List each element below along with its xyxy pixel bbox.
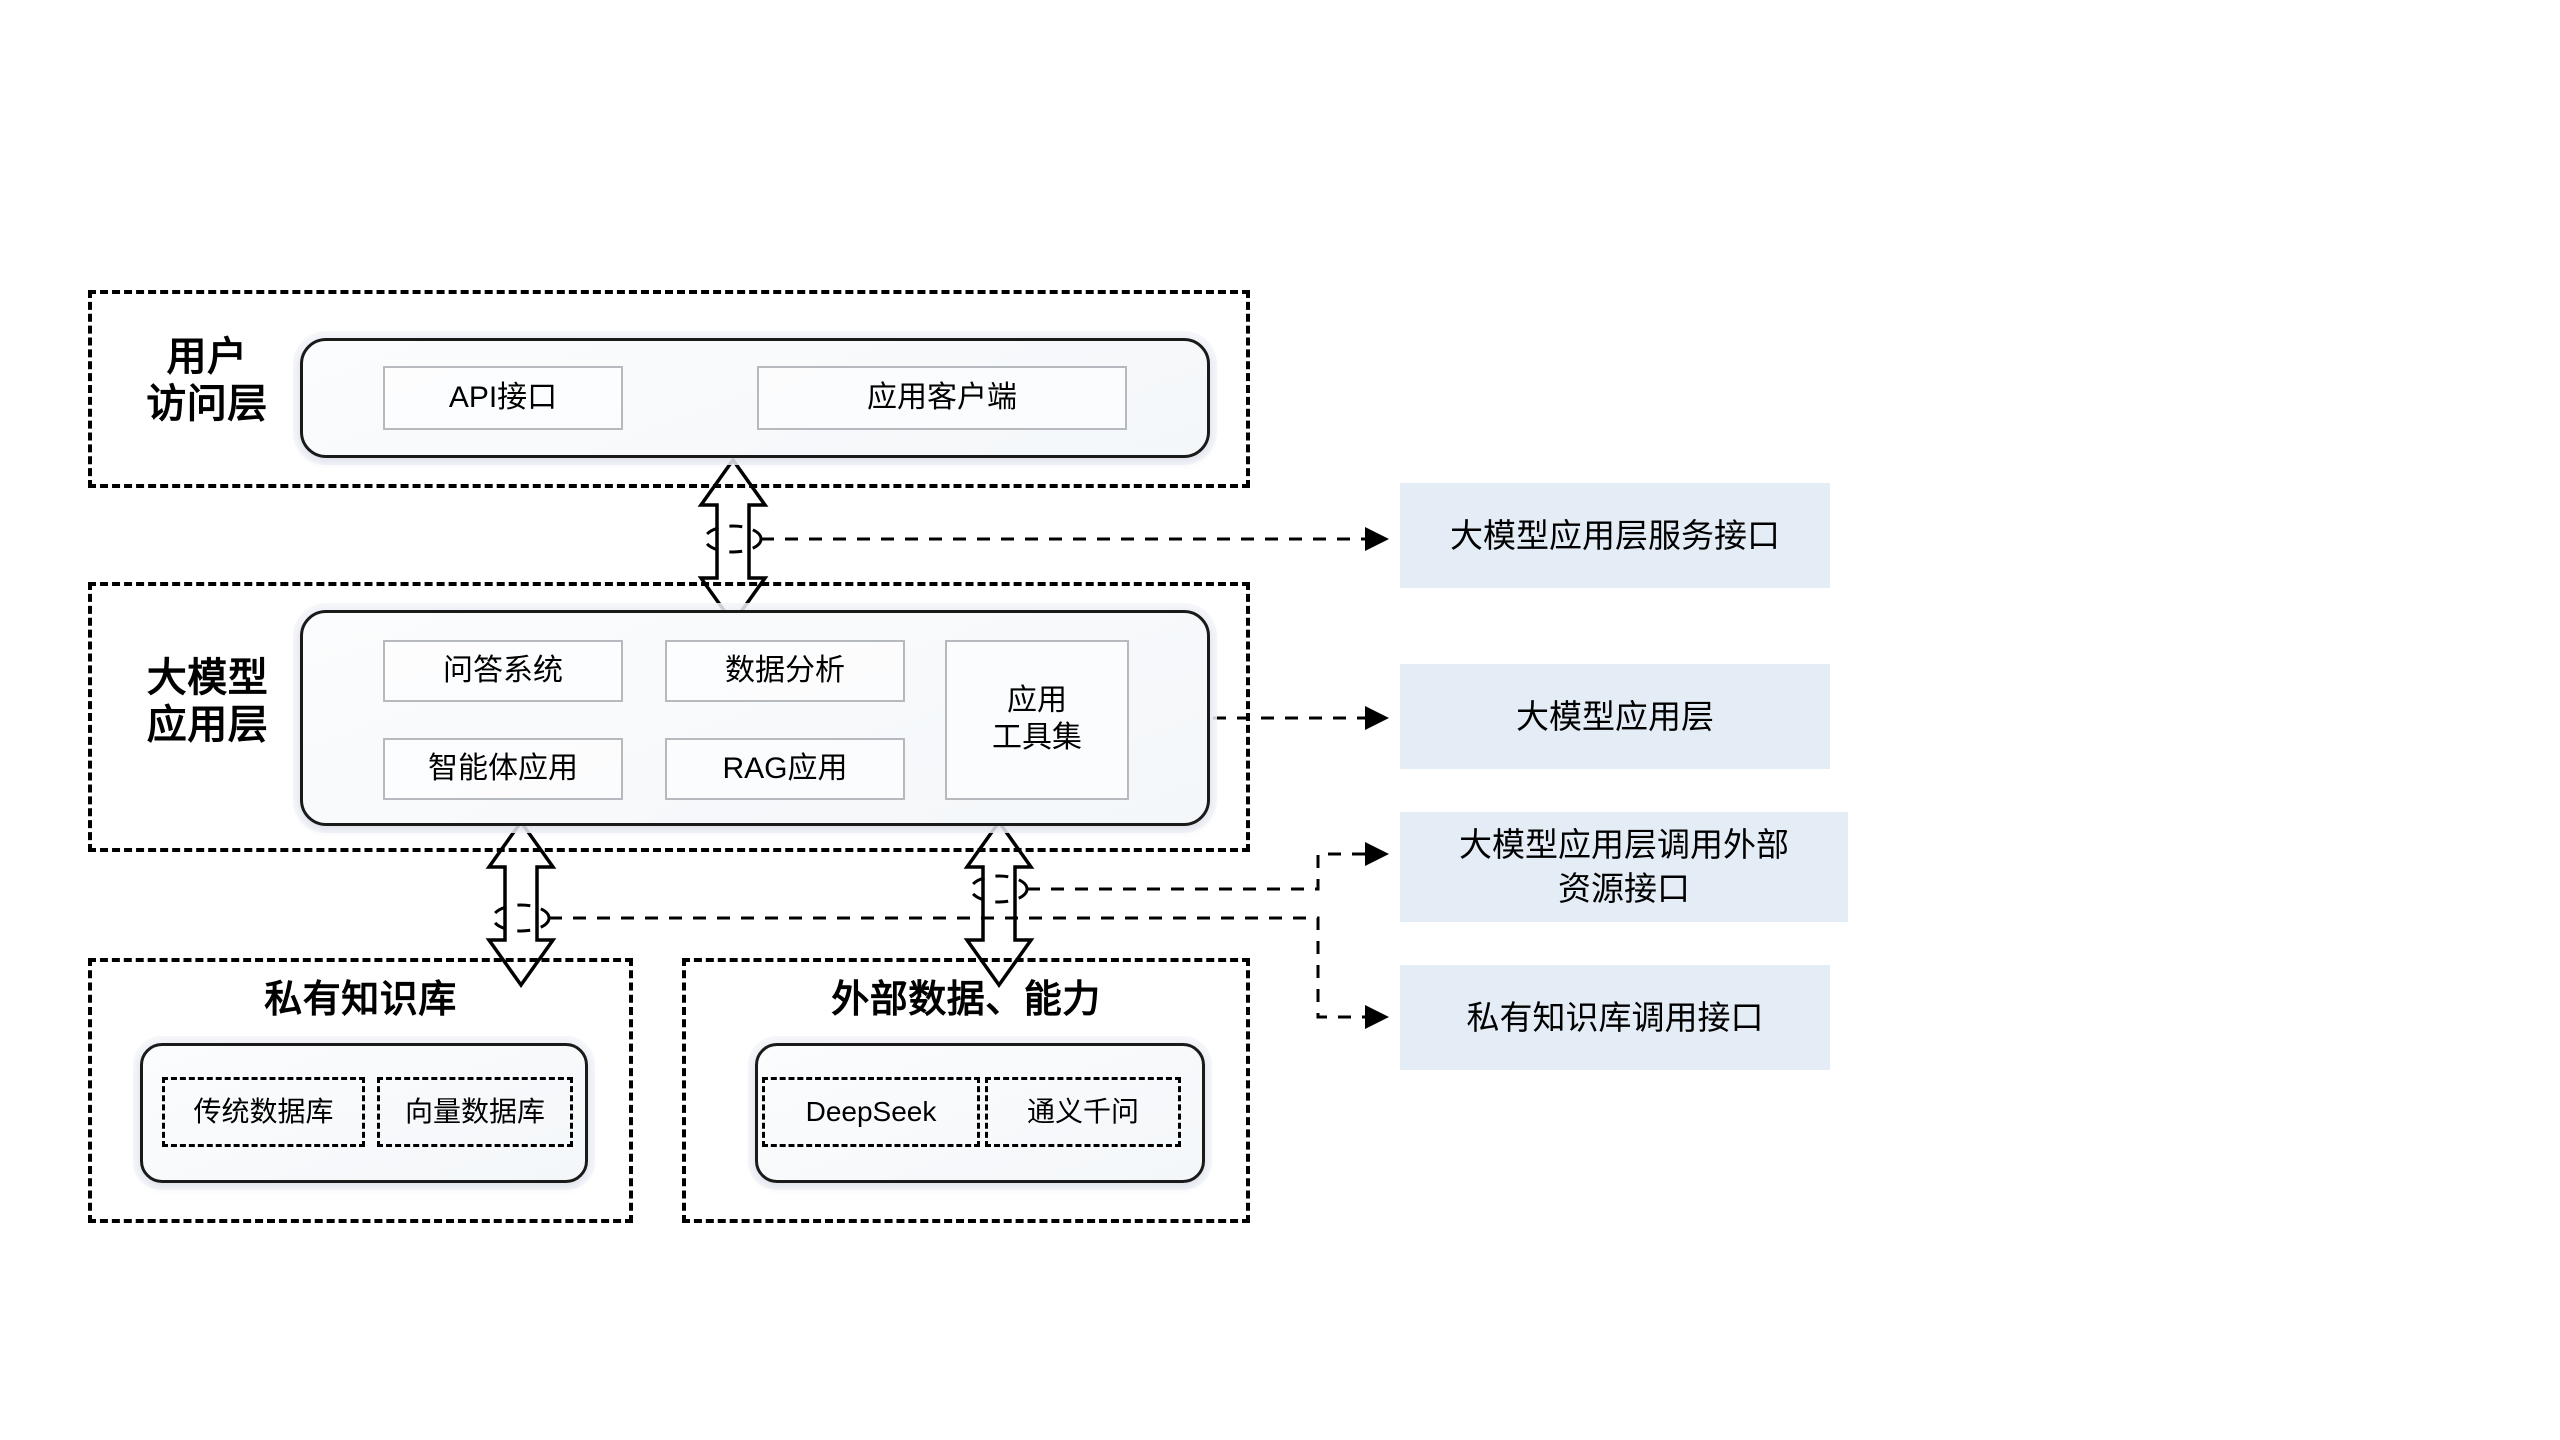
component-app-client[interactable]: 应用客户端: [757, 366, 1127, 430]
layer-title-private-knowledge-base: 私有知识库: [264, 979, 457, 1021]
layer-title-user-access-layer: 用户 访问层: [146, 335, 268, 427]
layer-title-llm-application-layer: 大模型 应用层: [146, 656, 269, 748]
callout-external-resource: [969, 842, 1389, 904]
note-private-kb-interface[interactable]: 私有知识库调用接口: [1400, 965, 1830, 1070]
note-service-interface[interactable]: 大模型应用层服务接口: [1400, 483, 1830, 588]
layer-private-knowledge-base: [88, 958, 633, 1223]
callout-service-interface: [703, 524, 1389, 554]
component-application-toolset[interactable]: 应用 工具集: [945, 640, 1129, 800]
component-agent-application[interactable]: 智能体应用: [383, 738, 623, 800]
component-vector-database[interactable]: 向量数据库: [377, 1077, 573, 1147]
component-data-analysis[interactable]: 数据分析: [665, 640, 905, 702]
component-deepseek[interactable]: DeepSeek: [762, 1077, 980, 1147]
component-traditional-database[interactable]: 传统数据库: [162, 1077, 365, 1147]
component-qa-system[interactable]: 问答系统: [383, 640, 623, 702]
note-external-resource-interface[interactable]: 大模型应用层调用外部 资源接口: [1400, 812, 1848, 922]
layer-title-external-data-capability: 外部数据、能力: [831, 979, 1101, 1021]
panel-external-data-capability: [755, 1043, 1205, 1183]
layer-external-data-capability: [682, 958, 1250, 1223]
layer-llm-application-layer: [88, 582, 1250, 852]
component-tongyi-qianwen[interactable]: 通义千问: [985, 1077, 1181, 1147]
note-llm-app-layer[interactable]: 大模型应用层: [1400, 664, 1830, 769]
layer-user-access-layer: [88, 290, 1250, 488]
component-api-interface[interactable]: API接口: [383, 366, 623, 430]
component-rag-application[interactable]: RAG应用: [665, 738, 905, 800]
